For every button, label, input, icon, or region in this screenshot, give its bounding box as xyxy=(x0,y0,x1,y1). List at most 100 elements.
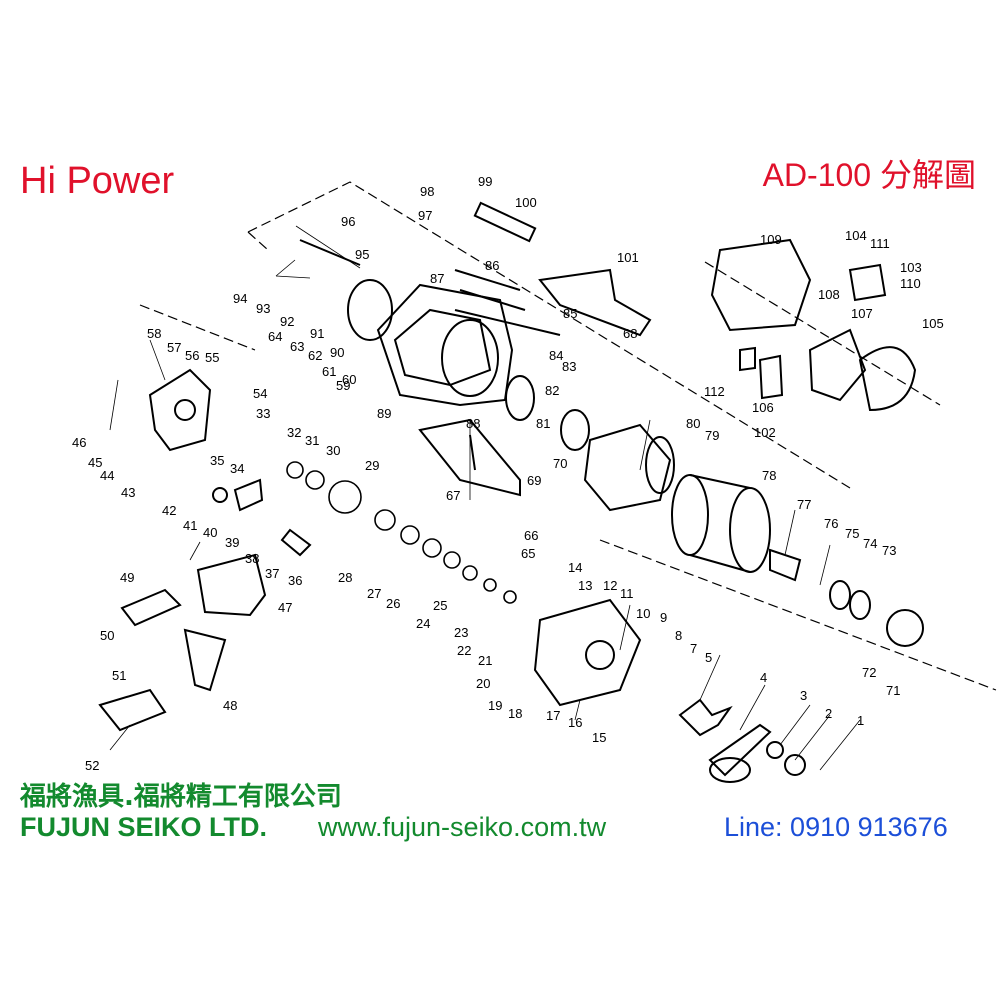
part-label: 20 xyxy=(476,676,490,691)
part-label: 56 xyxy=(185,348,199,363)
part-number-labels: 1 2 3 4 5 6 7 8 9 10 11 12 13 14 15 16 1… xyxy=(72,174,944,773)
part-label: 82 xyxy=(545,383,559,398)
part-label: 4 xyxy=(760,670,767,685)
part-label: 2 xyxy=(825,706,832,721)
website-link[interactable]: www.fujun-seiko.com.tw xyxy=(318,812,607,842)
part-label: 32 xyxy=(287,425,301,440)
part-label: 25 xyxy=(433,598,447,613)
part-label: 60 xyxy=(342,372,356,387)
leader-lines xyxy=(109,225,861,771)
part-label: 40 xyxy=(203,525,217,540)
part-label: 98 xyxy=(420,184,434,199)
part-label: 58 xyxy=(147,326,161,341)
part-label: 61 xyxy=(322,364,336,379)
part-label: 102 xyxy=(754,425,776,440)
part-label: 31 xyxy=(305,433,319,448)
part-label: 46 xyxy=(72,435,86,450)
part-label: 3 xyxy=(800,688,807,703)
part-label: 12 xyxy=(603,578,617,593)
diagram-title: AD-100 分解圖 xyxy=(762,157,976,193)
part-label: 1 xyxy=(857,713,864,728)
part-label: 44 xyxy=(100,468,114,483)
part-label: 67 xyxy=(446,488,460,503)
part-label: 88 xyxy=(466,416,480,431)
part-label: 65 xyxy=(521,546,535,561)
part-label: 70 xyxy=(553,456,567,471)
part-label: 79 xyxy=(705,428,719,443)
part-label: 84 xyxy=(549,348,563,363)
company-name-english: FUJUN SEIKO LTD. xyxy=(20,812,268,842)
part-label: 18 xyxy=(508,706,522,721)
part-label: 64 xyxy=(268,329,282,344)
part-label: 94 xyxy=(233,291,247,306)
part-label: 104 xyxy=(845,228,867,243)
part-label: 105 xyxy=(922,316,944,331)
part-label: 27 xyxy=(367,586,381,601)
part-label: 112 xyxy=(704,384,725,399)
part-label: 103 xyxy=(900,260,922,275)
model-name: Hi Power xyxy=(20,160,175,202)
line-contact: Line: 0910 913676 xyxy=(724,812,948,842)
spool-assembly xyxy=(671,474,771,573)
part-label: 7 xyxy=(690,641,697,656)
part-label: 26 xyxy=(386,596,400,611)
part-label: 101 xyxy=(617,250,639,265)
part-label: 66 xyxy=(524,528,538,543)
part-label: 16 xyxy=(568,715,582,730)
part-label: 41 xyxy=(183,518,197,533)
part-label: 51 xyxy=(112,668,126,683)
gear-stack xyxy=(286,461,517,604)
part-label: 50 xyxy=(100,628,114,643)
part-label: 15 xyxy=(592,730,606,745)
drag-star-and-handle xyxy=(678,698,806,783)
part-label: 85 xyxy=(563,306,577,321)
part-label: 30 xyxy=(326,443,340,458)
part-label: 9 xyxy=(660,610,667,625)
part-label: 38 xyxy=(245,551,259,566)
part-label: 77 xyxy=(797,497,811,512)
part-label: 73 xyxy=(882,543,896,558)
part-label: 36 xyxy=(288,573,302,588)
part-label: 59 xyxy=(336,378,350,393)
part-label: 23 xyxy=(454,625,468,640)
part-label: 99 xyxy=(478,174,492,189)
part-label: 81 xyxy=(536,416,550,431)
motor-assembly xyxy=(583,423,675,512)
part-label: 10 xyxy=(636,606,650,621)
part-label: 28 xyxy=(338,570,352,585)
part-label: 74 xyxy=(863,536,877,551)
part-label: 52 xyxy=(85,758,99,773)
part-label: 69 xyxy=(527,473,541,488)
part-label: 22 xyxy=(457,643,471,658)
part-label: 91 xyxy=(310,326,324,341)
part-label: 106 xyxy=(752,400,774,415)
part-label: 13 xyxy=(578,578,592,593)
part-label: 5 xyxy=(705,650,712,665)
part-label: 47 xyxy=(278,600,292,615)
part-label: 111 xyxy=(870,236,890,251)
part-label: 14 xyxy=(568,560,582,575)
part-label: 33 xyxy=(256,406,270,421)
part-label: 87 xyxy=(430,271,444,286)
housing-frame xyxy=(347,279,514,407)
assembly-boundary-lines xyxy=(139,181,997,691)
part-label: 11 xyxy=(620,586,634,601)
part-label: 92 xyxy=(280,314,294,329)
part-label: 43 xyxy=(121,485,135,500)
part-label: 110 xyxy=(900,276,921,291)
part-label: 17 xyxy=(546,708,560,723)
part-label: 95 xyxy=(355,247,369,262)
part-label: 76 xyxy=(824,516,838,531)
part-label: 19 xyxy=(488,698,502,713)
part-label: 80 xyxy=(686,416,700,431)
part-label: 35 xyxy=(210,453,224,468)
right-cover xyxy=(710,238,917,412)
part-label: 97 xyxy=(418,208,432,223)
part-label: 49 xyxy=(120,570,134,585)
shaft-parts xyxy=(212,201,924,647)
part-label: 75 xyxy=(845,526,859,541)
side-plate-left xyxy=(148,368,212,452)
part-label: 96 xyxy=(341,214,355,229)
part-label: 21 xyxy=(478,653,492,668)
part-label: 8 xyxy=(675,628,682,643)
